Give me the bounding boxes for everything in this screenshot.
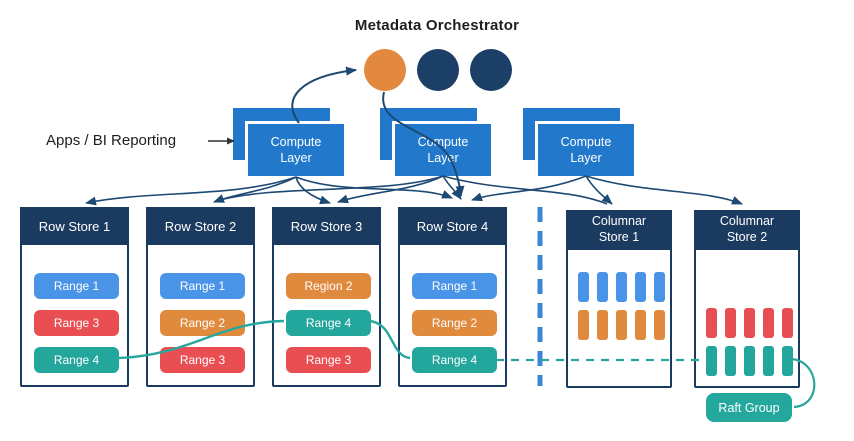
columnar-bar (725, 308, 736, 338)
compute-store-mesh (85, 175, 743, 206)
columnar-bar (654, 310, 665, 340)
range-chip: Range 2 (412, 310, 497, 336)
compute-layer-3: Compute Layer (523, 108, 635, 177)
columnar-store-title-line: Columnar (719, 214, 775, 229)
row-store-4: Row Store 4 Range 1 Range 2 Range 4 (398, 207, 507, 387)
row-store-title: Row Store 3 (272, 207, 381, 245)
columnar-bar-row (706, 308, 796, 338)
range-chip: Range 1 (160, 273, 245, 299)
compute-layer-front-card: Compute Layer (538, 124, 634, 176)
columnar-bar (578, 272, 589, 302)
columnar-store-1: Columnar Store 1 (566, 210, 672, 388)
row-store-title: Row Store 4 (398, 207, 507, 245)
columnar-bar (744, 308, 755, 338)
columnar-bar (763, 308, 774, 338)
columnar-store-title-line: Columnar (591, 214, 647, 229)
columnar-bar (616, 272, 627, 302)
compute-layer-label: Compute Layer (270, 134, 322, 165)
columnar-bar (635, 272, 646, 302)
columnar-bar-row (578, 310, 668, 340)
compute-layer-label: Compute Layer (560, 134, 612, 165)
range-chip: Region 2 (286, 273, 371, 299)
columnar-store-title-line: Store 2 (726, 230, 768, 244)
compute-layer-2: Compute Layer (380, 108, 492, 177)
row-store-2: Row Store 2 Range 1 Range 2 Range 3 (146, 207, 255, 387)
orchestrator-node-icon (470, 49, 512, 91)
columnar-bar (654, 272, 665, 302)
columnar-bar (782, 308, 793, 338)
compute-layer-front-card: Compute Layer (395, 124, 491, 176)
diagram-title: Metadata Orchestrator (354, 17, 520, 34)
raft-group-chip: Raft Group (706, 393, 792, 422)
apps-bi-reporting-label: Apps / BI Reporting (46, 132, 177, 149)
columnar-bar (635, 310, 646, 340)
range-chip: Range 3 (160, 347, 245, 373)
range-chip: Range 4 (286, 310, 371, 336)
columnar-bar (782, 346, 793, 376)
row-store-title: Row Store 2 (146, 207, 255, 245)
columnar-store-title-line: Store 1 (598, 230, 640, 244)
row-store-1: Row Store 1 Range 1 Range 3 Range 4 (20, 207, 129, 387)
row-store-title: Row Store 1 (20, 207, 129, 245)
compute-layer-label: Compute Layer (417, 134, 469, 165)
orchestrator-node-icon (417, 49, 459, 91)
columnar-store-title: Columnar Store 1 (566, 210, 672, 250)
columnar-bar (706, 308, 717, 338)
range-chip: Range 3 (34, 310, 119, 336)
orchestrator-node-icon (364, 49, 406, 91)
columnar-bar (597, 272, 608, 302)
columnar-store-2: Columnar Store 2 (694, 210, 800, 388)
columnar-bar (744, 346, 755, 376)
range-chip: Range 4 (34, 347, 119, 373)
compute-layer-1: Compute Layer (233, 108, 345, 177)
columnar-bar (763, 346, 774, 376)
columnar-bar (706, 346, 717, 376)
range-chip: Range 4 (412, 347, 497, 373)
columnar-bar-row (706, 346, 796, 376)
compute-layer-front-card: Compute Layer (248, 124, 344, 176)
range-chip: Range 1 (34, 273, 119, 299)
columnar-bar (578, 310, 589, 340)
range-chip: Range 1 (412, 273, 497, 299)
columnar-store-title: Columnar Store 2 (694, 210, 800, 250)
range-chip: Range 3 (286, 347, 371, 373)
row-store-3: Row Store 3 Region 2 Range 4 Range 3 (272, 207, 381, 387)
columnar-bar-row (578, 272, 668, 302)
columnar-bar (725, 346, 736, 376)
columnar-bar (616, 310, 627, 340)
range-chip: Range 2 (160, 310, 245, 336)
columnar-bar (597, 310, 608, 340)
